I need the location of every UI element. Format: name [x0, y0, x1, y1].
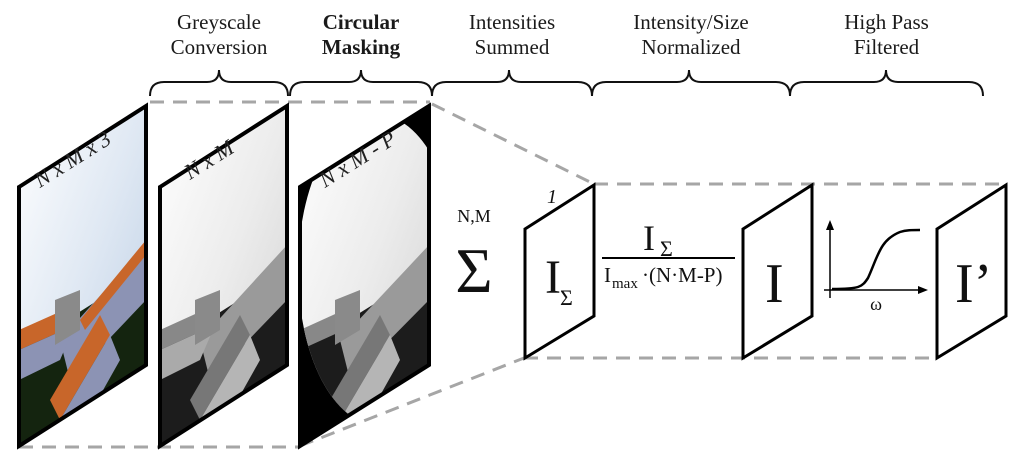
- stage-header-masking: Circular Masking: [290, 10, 432, 60]
- fraction-denominator-sub: max: [612, 276, 638, 292]
- stage-header-line1: Circular: [322, 10, 400, 34]
- x-axis-arrowhead: [918, 286, 928, 294]
- grey-image-panel: N x M: [158, 102, 289, 450]
- masked-image-panel: N x M - P: [298, 102, 431, 450]
- fraction-numerator: I: [643, 218, 655, 258]
- filter-response-curve: [831, 228, 921, 291]
- stage-header-line1: Intensity/Size: [633, 10, 749, 34]
- brace-normalized: [591, 69, 791, 97]
- sum-panel: 1 I Σ: [523, 182, 596, 361]
- filtered-panel: I’: [935, 182, 1008, 361]
- stage-header-summed: Intensities Summed: [432, 10, 592, 60]
- stage-header-line2: Masking: [321, 35, 401, 59]
- color-image-panel: N x M x 3: [17, 102, 148, 450]
- stage-header-greyscale: Greyscale Conversion: [148, 10, 290, 60]
- normalized-panel: I: [741, 182, 814, 361]
- summation-limits: N,M: [457, 206, 491, 226]
- brace-filtered: [789, 69, 984, 97]
- filtered-panel-symbol: I’: [955, 253, 992, 315]
- stage-header-line2: Normalized: [641, 35, 741, 59]
- fraction-numerator-sub: Σ: [660, 236, 673, 261]
- fraction-denominator-base: I: [604, 263, 611, 287]
- sum-panel-symbol: I: [545, 251, 561, 304]
- normalized-panel-symbol: I: [765, 253, 784, 315]
- stage-braces: [149, 69, 984, 97]
- stage-header-line2: Filtered: [853, 35, 920, 59]
- brace-greyscale: [149, 69, 289, 97]
- sigma-symbol: Σ: [455, 235, 492, 306]
- stage-header-line2: Conversion: [170, 35, 268, 59]
- stage-header-line1: Greyscale: [177, 10, 261, 34]
- y-axis-arrowhead: [826, 220, 834, 230]
- filter-x-label: ω: [870, 294, 882, 314]
- brace-masking: [289, 69, 433, 97]
- stage-header-line1: Intensities: [468, 10, 556, 34]
- stage-header-normalized: Intensity/Size Normalized: [592, 10, 790, 60]
- fraction-denominator-rest: ·(N·M-P): [642, 263, 722, 287]
- summation-operator: N,M Σ: [455, 206, 492, 306]
- stage-header-filtered: High Pass Filtered: [790, 10, 983, 60]
- stage-header-line2: Summed: [474, 35, 550, 59]
- stage-header-line1: High Pass: [844, 10, 929, 34]
- normalization-fraction: I Σ I max ·(N·M-P): [602, 218, 735, 292]
- brace-summed: [431, 69, 593, 97]
- high-pass-filter-plot: ω: [824, 220, 928, 314]
- sum-panel-dim: 1: [547, 186, 557, 208]
- sum-panel-subscript: Σ: [560, 285, 573, 310]
